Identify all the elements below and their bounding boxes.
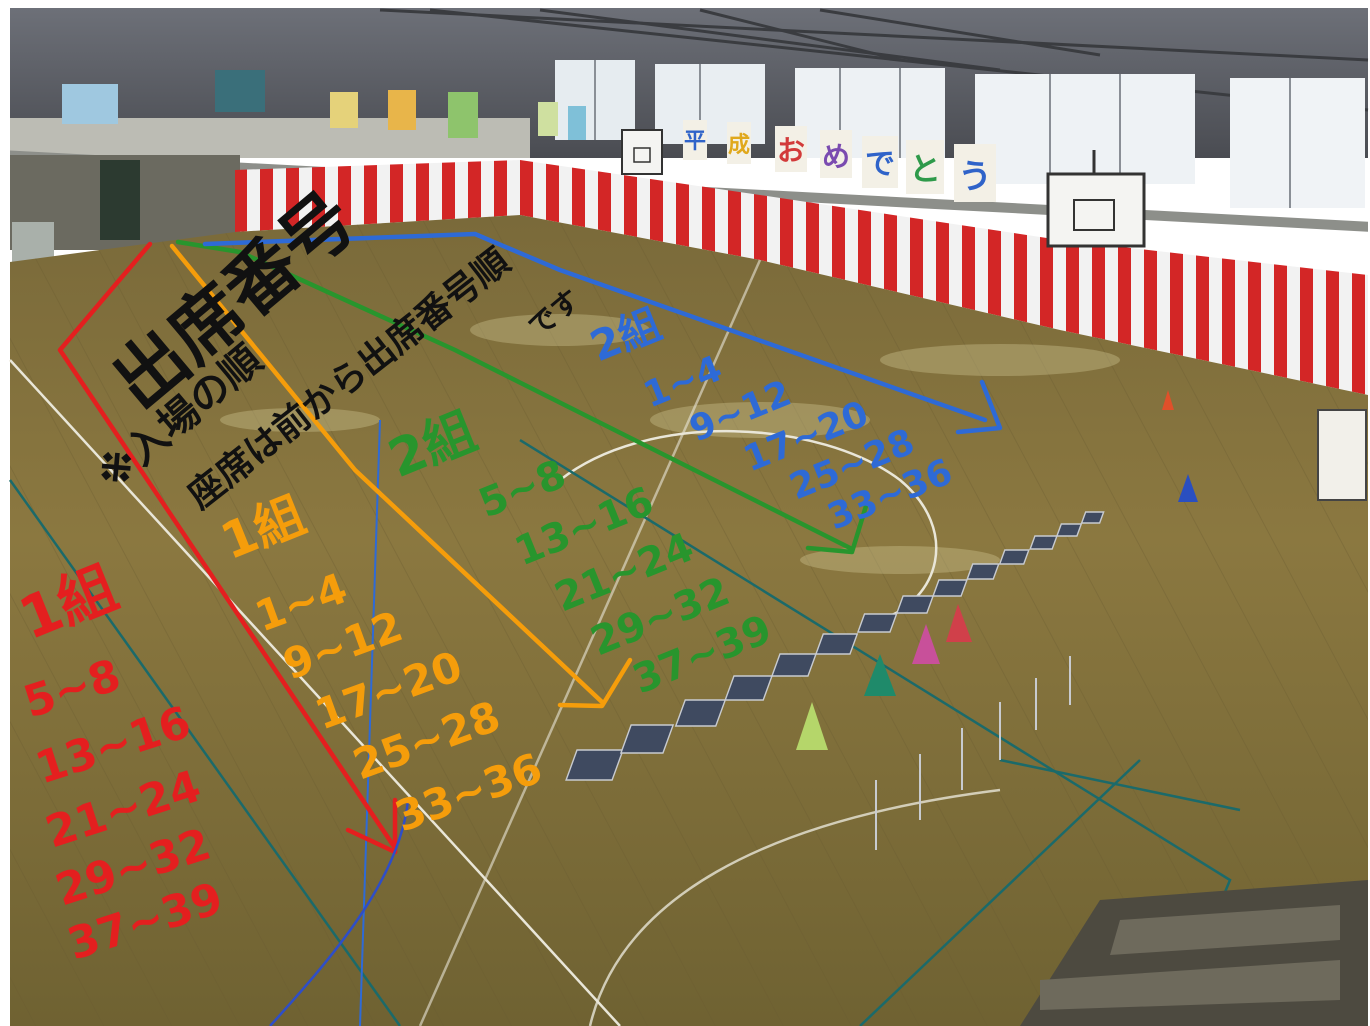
basketball-hoop-right xyxy=(1046,150,1146,248)
ceiling-trusses xyxy=(379,8,1369,112)
banner-card-6 xyxy=(906,140,944,194)
balcony-stairs xyxy=(1020,880,1368,1026)
banner-letter-6: と xyxy=(909,150,941,188)
banner-card-1 xyxy=(683,120,707,160)
cone-pink xyxy=(912,624,940,664)
banner-letter-5: で xyxy=(865,147,895,182)
sign-board xyxy=(1317,409,1367,501)
banner-letter-1: 平 xyxy=(684,129,706,154)
banner-card-5 xyxy=(862,136,898,188)
balcony-posters xyxy=(62,70,586,140)
banner-card-3 xyxy=(775,126,807,172)
curtain xyxy=(235,160,1368,395)
banner-letter-3: お xyxy=(777,134,805,167)
banner-card-2 xyxy=(727,122,751,164)
basketball-hoop-left xyxy=(621,129,663,175)
blue-class-group: 2組 1~4 9~12 17~20 25~28 33~36 xyxy=(583,299,958,538)
cone-blue xyxy=(1178,474,1198,502)
banner-letter-2: 成 xyxy=(728,133,750,158)
folding-chairs xyxy=(565,511,1105,781)
cone-lime xyxy=(796,702,828,750)
traffic-cones xyxy=(796,390,1198,750)
cone-teal xyxy=(864,654,896,696)
green-arrow xyxy=(175,239,869,555)
cone-orange xyxy=(1162,390,1174,410)
celebration-banner: 平 成 お め で と う xyxy=(683,120,996,202)
cone-red xyxy=(946,604,972,642)
banner-letter-7: う xyxy=(958,157,992,197)
blue-court-curve xyxy=(269,799,410,1026)
orange-arrow xyxy=(169,243,633,709)
banner-card-4 xyxy=(820,130,852,178)
balcony xyxy=(10,118,530,158)
banner-letter-4: め xyxy=(822,140,850,173)
banner-card-7 xyxy=(954,144,996,202)
blue-arrow xyxy=(202,231,1003,435)
